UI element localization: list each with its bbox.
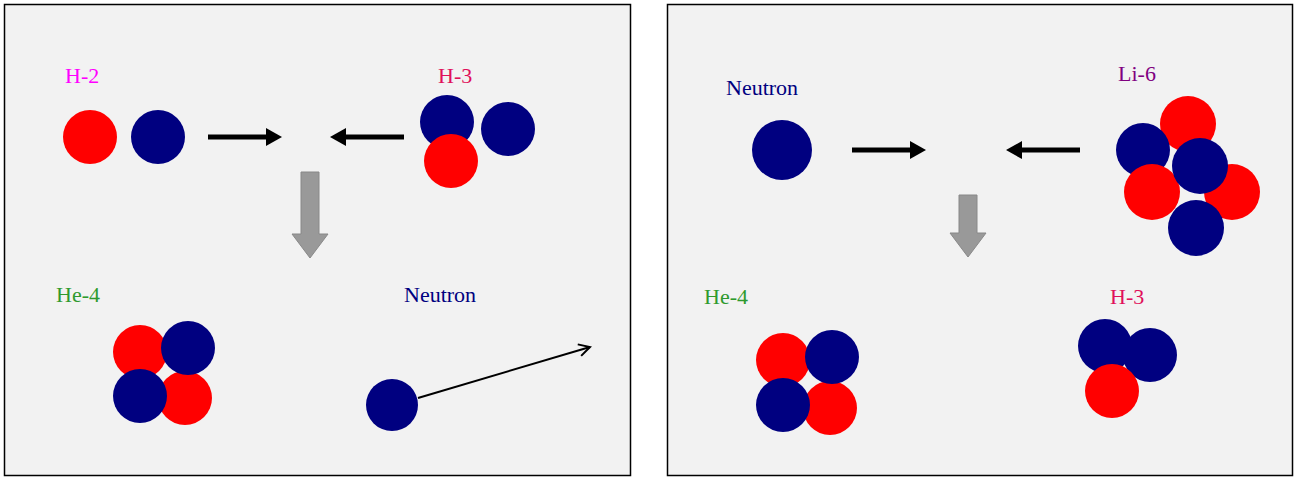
particle-label: H-3 [438, 64, 472, 88]
particle-label: H-3 [1110, 285, 1144, 309]
particle-label: He-4 [704, 285, 748, 309]
panel [668, 5, 1293, 476]
panel [5, 5, 631, 476]
particle-label: He-4 [56, 283, 100, 307]
particle-label: Neutron [404, 283, 476, 307]
particle-label: H-2 [65, 64, 99, 88]
particle-label: Li-6 [1118, 62, 1156, 86]
particle-label: Neutron [726, 76, 798, 100]
